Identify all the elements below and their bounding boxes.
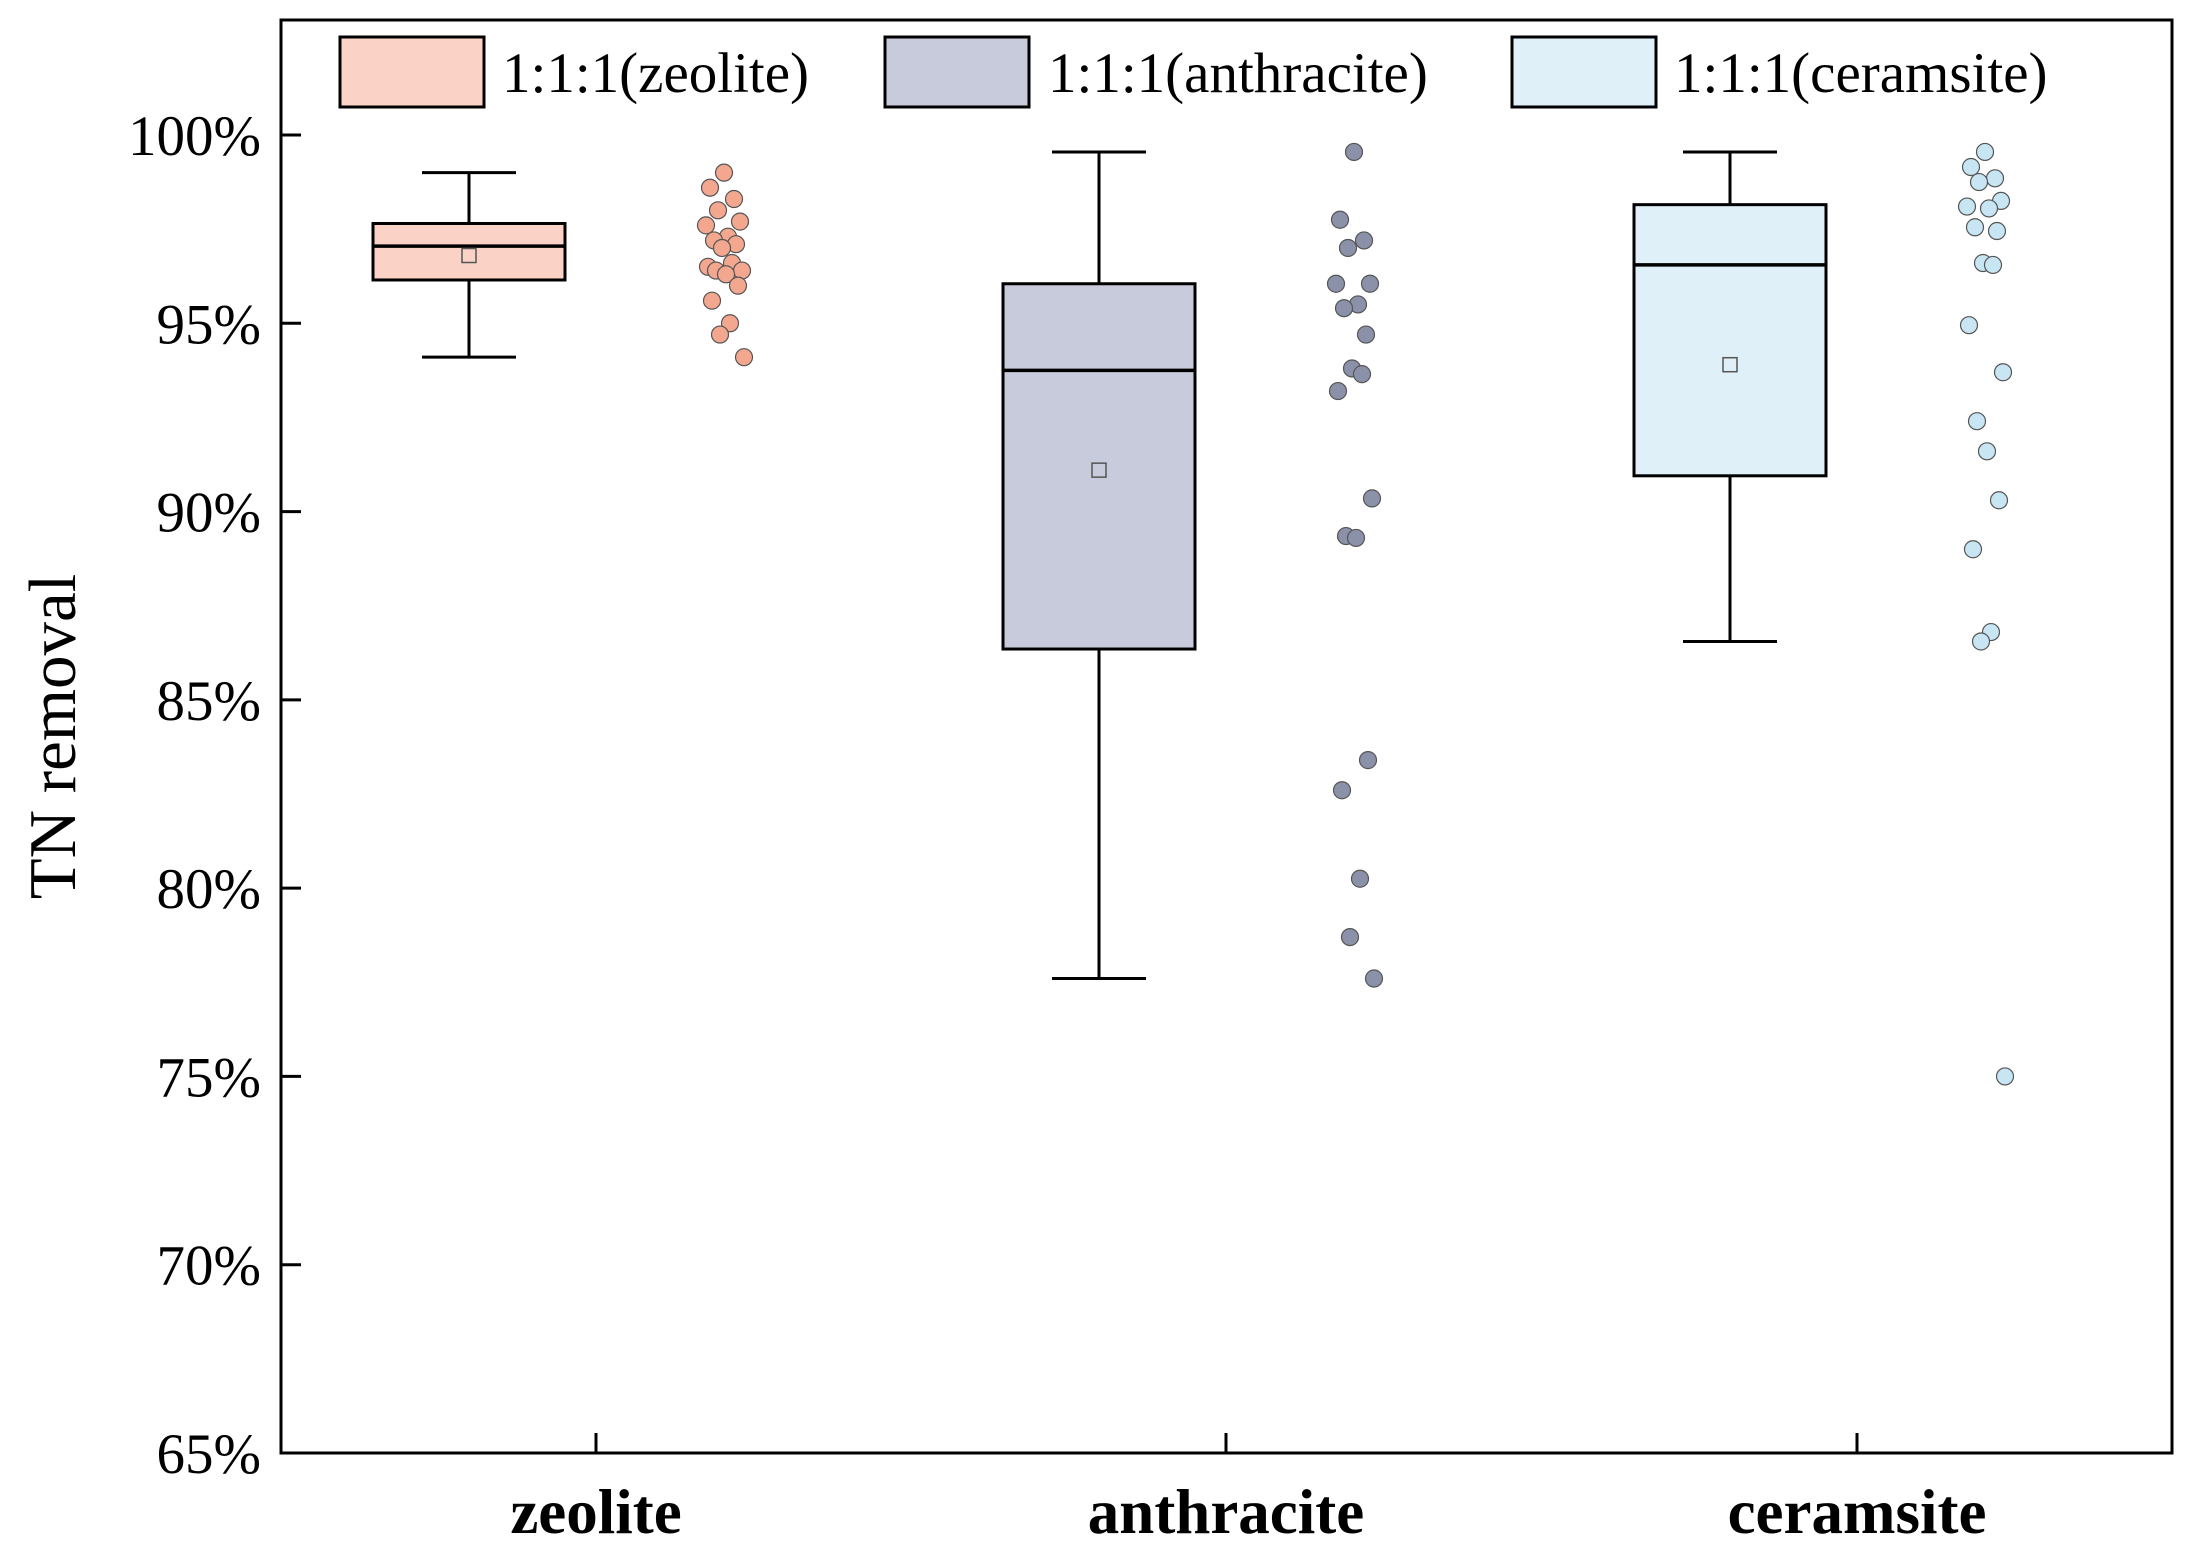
y-tick-label: 95% [157, 293, 261, 356]
data-point [1350, 869, 1370, 888]
data-point [1360, 274, 1380, 293]
data-point [734, 348, 754, 367]
y-tick-label: 80% [157, 858, 261, 921]
data-point [1354, 231, 1374, 250]
x-tick-label-anthracite: anthracite [1088, 1477, 1364, 1547]
y-axis-title: TN removal [16, 574, 90, 900]
data-point [714, 163, 734, 182]
data-point [696, 216, 716, 235]
box-ceramsite [1632, 150, 1828, 643]
mean-marker [1722, 356, 1738, 373]
x-tick-label-ceramsite: ceramsite [1728, 1477, 1987, 1547]
data-point [1352, 365, 1372, 384]
data-point [702, 291, 722, 310]
y-tick-label: 70% [157, 1235, 261, 1298]
data-point [1969, 172, 1989, 192]
y-tick-label: 75% [157, 1046, 261, 1109]
y-tick-label: 100% [128, 105, 261, 168]
data-point [1959, 316, 1979, 335]
data-point [732, 261, 752, 280]
data-point [1362, 489, 1382, 508]
data-point [1983, 255, 2003, 275]
iqr-box [1001, 282, 1197, 651]
data-point [1979, 199, 1999, 218]
data-point [1356, 325, 1376, 344]
plot-area: 65% 70% 75% 80% 85% 90% 95% 100% TN removal zeoli… [16, 18, 2174, 1547]
data-point [1993, 363, 2013, 382]
legend-label: 1:1:1(zeolite) [502, 42, 809, 105]
box-anthracite [1001, 150, 1197, 981]
data-point [710, 325, 730, 344]
data-point [1364, 969, 1384, 988]
data-point [1961, 157, 1981, 177]
box-zeolite [371, 171, 567, 359]
x-tick-label-zeolite: zeolite [510, 1477, 681, 1547]
data-point [1957, 197, 1977, 216]
legend-label: 1:1:1(anthracite) [1048, 42, 1428, 105]
data-point [1330, 210, 1350, 229]
data-point [1989, 491, 2009, 510]
y-tick-label: 65% [157, 1423, 261, 1486]
data-point [1344, 142, 1364, 162]
data-point [1971, 632, 1991, 651]
data-point [1338, 238, 1358, 258]
legend-swatch [1510, 35, 1658, 109]
data-point [1340, 927, 1360, 947]
iqr-box [371, 221, 567, 282]
legend-label: 1:1:1(ceramsite) [1674, 42, 2048, 105]
data-point [1965, 218, 1985, 237]
data-point [1346, 528, 1366, 548]
legend-swatch [338, 35, 486, 109]
data-point [712, 238, 732, 258]
mean-marker [1091, 462, 1107, 478]
mean-marker [461, 247, 477, 264]
data-point [1334, 299, 1354, 318]
data-point [1328, 381, 1348, 401]
data-point [728, 276, 748, 295]
data-point [1985, 169, 2005, 188]
data-point [716, 265, 736, 284]
data-point [708, 201, 728, 220]
legend-item-anthracite: 1:1:1(anthracite) [883, 35, 1428, 109]
data-point [1326, 274, 1346, 293]
data-point [1977, 442, 1997, 461]
points-ceramsite [1957, 142, 2015, 1086]
data-point [700, 178, 720, 197]
data-point [1987, 221, 2007, 241]
data-point [724, 189, 744, 209]
data-point [1963, 540, 1983, 559]
y-tick-label: 90% [157, 482, 261, 545]
iqr-box [1632, 203, 1828, 478]
points-anthracite [1326, 142, 1384, 988]
legend: 1:1:1(zeolite) 1:1:1(anthracite) 1:1:1(cer… [338, 35, 2048, 109]
data-point [1995, 1067, 2015, 1086]
data-point [1967, 412, 1987, 431]
legend-swatch [883, 35, 1031, 109]
legend-item-zeolite: 1:1:1(zeolite) [338, 35, 809, 109]
data-point [730, 212, 750, 231]
data-point [1332, 781, 1352, 800]
data-point [1975, 142, 1995, 162]
points-zeolite [696, 163, 754, 367]
legend-item-ceramsite: 1:1:1(ceramsite) [1510, 35, 2048, 109]
y-tick-label: 85% [157, 670, 261, 733]
data-point [1358, 751, 1378, 770]
